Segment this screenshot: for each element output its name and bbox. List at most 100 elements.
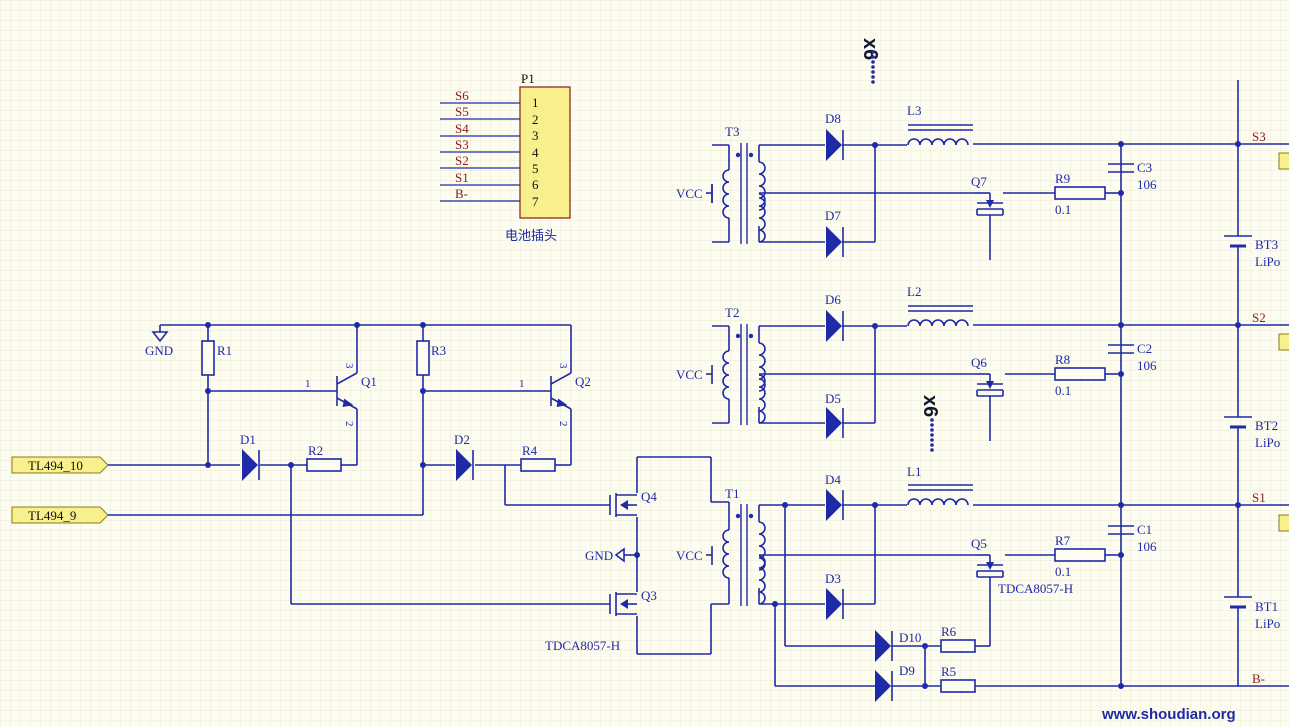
resistor-r3[interactable]: R3 [416, 340, 446, 376]
diode-d3[interactable]: D3 [825, 571, 844, 620]
bjt-pin-number: 1 [519, 378, 525, 390]
resistor-r8[interactable]: R8 0.1 [1054, 352, 1106, 398]
transistor-q5[interactable]: Q5 [971, 536, 1004, 578]
battery-designator: BT1 [1255, 599, 1278, 614]
battery-bt2[interactable]: BT2 LiPo [1224, 416, 1280, 450]
transistor-q4[interactable]: Q4 [609, 489, 657, 517]
diode-d8[interactable]: D8 [825, 111, 844, 161]
connector-pin-number: 4 [532, 145, 539, 160]
capacitor-c1[interactable]: C1 106 [1108, 522, 1157, 554]
diode-d9[interactable]: D9 [875, 663, 915, 702]
diode-d10[interactable]: D10 [875, 630, 921, 662]
resistor-r2[interactable]: R2 [306, 443, 342, 472]
transistor-q1[interactable]: Q1 1 3 2 [305, 363, 377, 427]
resistor-designator: R2 [308, 443, 323, 458]
resistor-designator: R1 [217, 343, 232, 358]
battery-type: LiPo [1255, 254, 1280, 269]
channel-1 [706, 502, 1121, 689]
connector-net-label: S6 [455, 88, 469, 103]
port-tl494-10[interactable]: TL494_10 [11, 456, 109, 474]
net-label-s2: S2 [1252, 310, 1266, 325]
diode-designator: D5 [825, 391, 841, 406]
transistor-designator: Q7 [971, 174, 987, 189]
capacitor-value: 106 [1137, 177, 1157, 192]
connector-pin-number: 3 [532, 128, 539, 143]
connector-net-label: S1 [455, 170, 469, 185]
transistor-designator: Q6 [971, 355, 987, 370]
junction-dots [205, 322, 640, 558]
diode-designator: D2 [454, 432, 470, 447]
transistor-q6[interactable]: Q6 [971, 355, 1004, 397]
diode-d7[interactable]: D7 [825, 208, 844, 258]
channel-3 [706, 142, 1121, 260]
net-label-s1: S1 [1252, 490, 1266, 505]
capacitor-value: 106 [1137, 539, 1157, 554]
transistor-q2[interactable]: Q2 1 3 2 [519, 363, 591, 427]
resistor-designator: R5 [941, 664, 956, 679]
connector-caption: 电池插头 [505, 229, 557, 244]
battery-type: LiPo [1255, 616, 1280, 631]
resistor-value: 0.1 [1055, 564, 1071, 579]
resistor-r4[interactable]: R4 [520, 443, 556, 472]
battery-bt3[interactable]: BT3 LiPo [1224, 235, 1280, 269]
output-rails [775, 80, 1289, 687]
connector-net-label: B- [455, 186, 468, 201]
resistor-value: 0.1 [1055, 383, 1071, 398]
inductor-l1[interactable]: L1 [907, 464, 973, 506]
diode-d1[interactable]: D1 [240, 432, 260, 481]
gnd-label: GND [585, 548, 613, 563]
inductor-designator: L2 [907, 284, 921, 299]
inductor-l2[interactable]: L2 [907, 284, 973, 327]
net-label-s3: S3 [1252, 129, 1266, 144]
inductor-designator: L3 [907, 103, 921, 118]
battery-designator: BT3 [1255, 237, 1278, 252]
edge-port [1278, 514, 1289, 532]
transistor-q7[interactable]: Q7 [971, 174, 1005, 216]
channel-2 [706, 323, 1121, 441]
connector-pin-number: 7 [532, 194, 539, 209]
net-label-bminus: B- [1252, 671, 1265, 686]
resistor-designator: R8 [1055, 352, 1070, 367]
bjt-pin-number: 2 [343, 421, 355, 427]
transistor-designator: Q3 [641, 588, 657, 603]
connector-p1[interactable]: P1 电池插头 S6 S5 S4 S3 S2 S1 B- 1 2 3 4 5 6… [440, 71, 571, 244]
port-label: TL494_10 [28, 458, 83, 473]
edge-port [1278, 333, 1289, 351]
diode-designator: D9 [899, 663, 915, 678]
connector-body [519, 86, 571, 219]
resistor-r6[interactable]: R6 [940, 624, 976, 653]
diode-designator: D4 [825, 472, 841, 487]
capacitor-c3[interactable]: C3 106 [1108, 160, 1157, 192]
battery-designator: BT2 [1255, 418, 1278, 433]
port-tl494-9[interactable]: TL494_9 [11, 506, 109, 524]
resistor-r1[interactable]: R1 [201, 340, 232, 376]
diode-designator: D3 [825, 571, 841, 586]
resistor-r5[interactable]: R5 [940, 664, 976, 693]
diode-designator: D8 [825, 111, 841, 126]
transformer-designator: T2 [725, 305, 739, 320]
repeat-marker-label: x6 [859, 38, 881, 60]
diode-d2[interactable]: D2 [454, 432, 474, 481]
transistor-designator: Q4 [641, 489, 657, 504]
transistor-q3[interactable]: Q3 [609, 588, 657, 616]
resistor-r9[interactable]: R9 0.1 [1054, 171, 1106, 217]
capacitor-c2[interactable]: C2 106 [1108, 341, 1157, 373]
vcc-label: VCC [676, 367, 703, 382]
connector-pin-number: 2 [532, 112, 539, 127]
vcc-label: VCC [676, 186, 703, 201]
bjt-pin-number: 3 [343, 363, 355, 369]
driver-wiring [108, 324, 729, 655]
diode-d4[interactable]: D4 [825, 472, 844, 521]
diode-d6[interactable]: D6 [825, 292, 844, 342]
battery-bt1[interactable]: BT1 LiPo [1224, 596, 1280, 631]
diode-designator: D1 [240, 432, 256, 447]
repeat-marker-label: x6 [919, 395, 941, 417]
resistor-designator: R4 [522, 443, 538, 458]
inductor-l3[interactable]: L3 [907, 103, 973, 146]
port-label: TL494_9 [28, 508, 76, 523]
resistor-value: 0.1 [1055, 202, 1071, 217]
diode-d5[interactable]: D5 [825, 391, 844, 439]
bjt-pin-number: 1 [305, 378, 311, 390]
resistor-r7[interactable]: R7 0.1 [1054, 533, 1106, 579]
inductor-designator: L1 [907, 464, 921, 479]
